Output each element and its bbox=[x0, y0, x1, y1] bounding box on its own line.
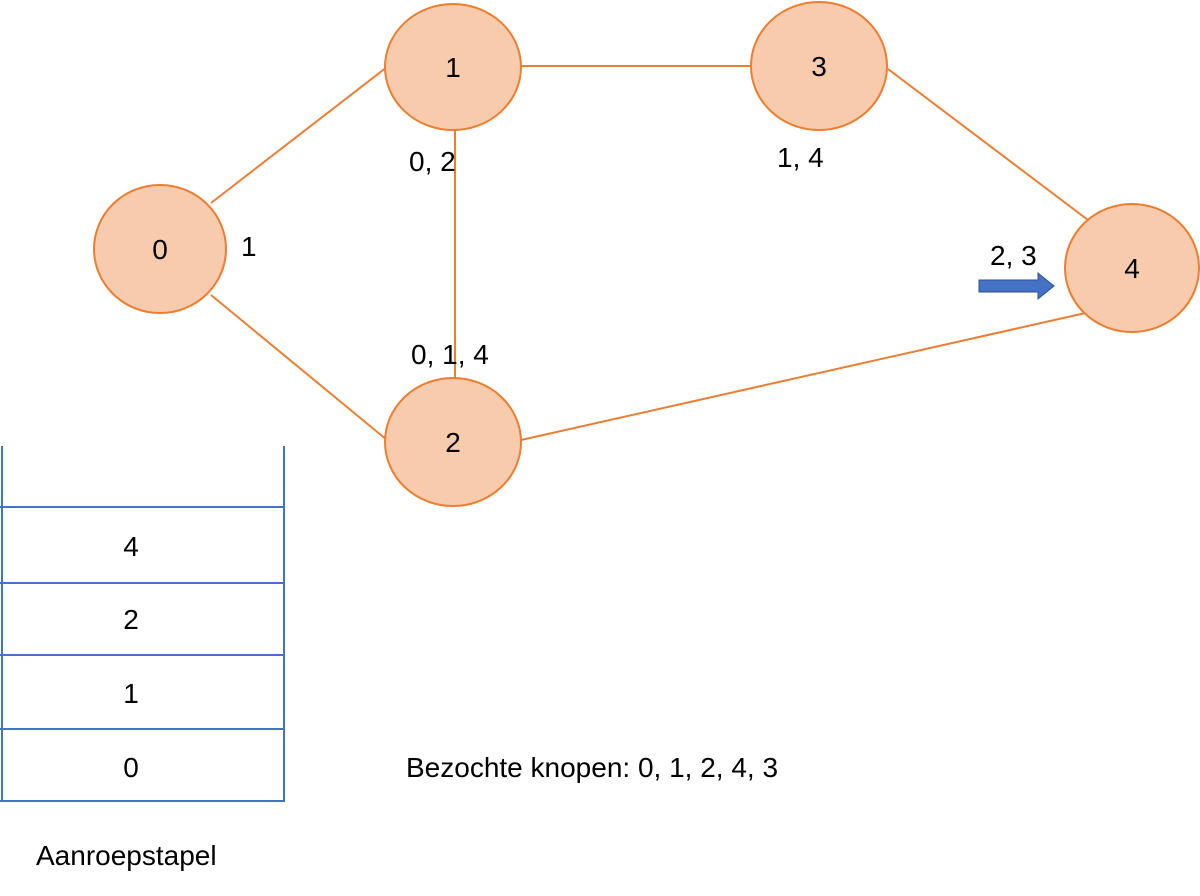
node-circle bbox=[93, 184, 227, 314]
stack-item: 1 bbox=[123, 678, 139, 709]
node-circle bbox=[1064, 203, 1200, 333]
stack-item: 2 bbox=[123, 604, 139, 635]
node-label: 2 bbox=[445, 427, 461, 458]
node-label: 0 bbox=[152, 234, 168, 265]
graph-node-3: 3 bbox=[750, 1, 888, 131]
node-circle bbox=[384, 3, 522, 131]
call-stack: 4 2 1 0 bbox=[0, 446, 285, 802]
adjacency-label-1: 0, 2 bbox=[409, 146, 456, 177]
stack-item: 0 bbox=[123, 752, 139, 783]
node-circle bbox=[384, 377, 522, 507]
edge-3-4 bbox=[887, 68, 1089, 221]
current-node-arrow-icon bbox=[978, 271, 1055, 301]
adjacency-label-3: 1, 4 bbox=[777, 142, 824, 173]
visited-nodes-text: Bezochte knopen: 0, 1, 2, 4, 3 bbox=[406, 752, 778, 783]
graph-edges bbox=[210, 65, 1091, 441]
stack-item: 4 bbox=[123, 531, 139, 562]
node-label: 1 bbox=[445, 52, 461, 83]
graph-node-4: 4 bbox=[1064, 203, 1200, 333]
adjacency-label-0: 1 bbox=[241, 231, 257, 262]
graph-node-2: 2 bbox=[384, 377, 522, 507]
stack-caption: Aanroepstapel bbox=[36, 840, 217, 871]
graph-node-1: 1 bbox=[384, 3, 522, 131]
adjacency-label-4: 2, 3 bbox=[990, 240, 1037, 271]
graph-node-0: 0 bbox=[93, 184, 227, 314]
node-label: 3 bbox=[811, 51, 827, 82]
node-label: 4 bbox=[1124, 253, 1140, 284]
node-circle bbox=[750, 1, 888, 131]
edge-0-1 bbox=[210, 66, 388, 204]
edge-2-4 bbox=[520, 311, 1091, 441]
adjacency-label-2: 0, 1, 4 bbox=[411, 339, 489, 370]
edge-0-2 bbox=[210, 294, 388, 441]
